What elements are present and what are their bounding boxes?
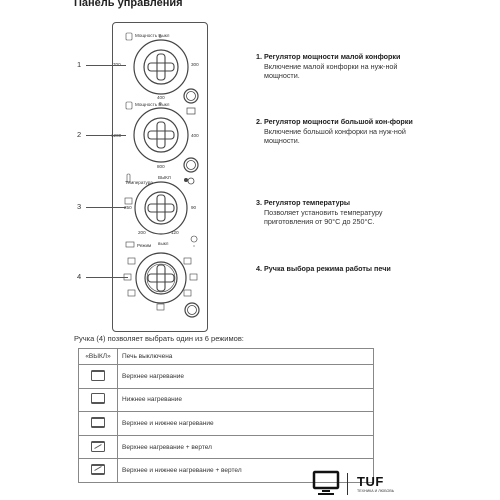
knob4-icon-top-left — [127, 257, 136, 265]
thermometer-icon — [126, 173, 131, 183]
table-row: Верхнее и нижнее нагревание — [78, 411, 374, 436]
callout-heading-4: 4. Ручка выбора режима работы печи — [256, 264, 391, 273]
callout-number-3: 3 — [77, 202, 82, 211]
callout-number-4: 4 — [77, 272, 82, 281]
top-bottom-rotisserie-icon — [91, 464, 105, 476]
mode-text: Печь выключена — [117, 348, 374, 365]
bottom-heat-icon — [91, 393, 105, 405]
knob1-scale-0: 0 — [159, 34, 162, 39]
mode-knob — [135, 252, 187, 304]
burner-large-icon — [125, 101, 133, 110]
table-row: Верхнее и нижнее нагревание + вертел — [78, 458, 374, 483]
callout-description-1: 1. Регулятор мощности малой конфорки Вкл… — [256, 52, 431, 81]
callout-line-4 — [86, 277, 128, 278]
knob3-scale-120: 120 — [171, 230, 179, 235]
mode-text: Верхнее и нижнее нагревание + вертел — [117, 458, 374, 483]
round-button-1 — [183, 88, 199, 104]
callout-line-3 — [86, 207, 126, 208]
callout-description-4: 4. Ручка выбора режима работы печи — [256, 264, 431, 274]
top-bottom-heat-icon — [91, 416, 105, 428]
top-heat-rotisserie-icon — [91, 440, 105, 452]
page-title: Панель управления — [74, 0, 183, 9]
mode-text: Верхнее и нижнее нагревание — [117, 411, 374, 436]
table-row: Верхнее нагревание — [78, 364, 374, 389]
callout-text-2: Включение большой конфорки на нуж-ной мо… — [264, 126, 406, 146]
brand-tagline: ТЕХНИКА И ЛЮБОВЬ — [357, 489, 395, 493]
knob3-scale-90: 90 — [191, 205, 197, 210]
knob4-icon-bottom-right — [183, 289, 192, 297]
bulb-icon — [190, 235, 198, 247]
callout-line-2 — [86, 135, 126, 136]
mode-icon-a — [124, 197, 133, 205]
control-panel-drawing — [123, 32, 200, 318]
mode-text: Верхнее нагревание — [117, 364, 374, 389]
callout-heading-1: 1. Регулятор мощности малой конфорки — [256, 52, 401, 61]
modes-note: Ручка (4) позволяет выбрать один из 6 ре… — [74, 334, 244, 343]
knob3-scale-200: 200 — [138, 230, 146, 235]
lamp-icon — [187, 177, 195, 185]
knob1-scale-400: 400 — [157, 95, 165, 100]
callout-description-2: 2. Регулятор мощности большой кон-форки … — [256, 117, 431, 146]
temperature-knob — [134, 181, 188, 235]
top-heat-icon — [91, 369, 105, 381]
power-knob-large — [133, 107, 189, 163]
mode-text: Верхнее нагревание + вертел — [117, 434, 374, 460]
table-row: «ВЫКЛ» Печь выключена — [78, 348, 374, 365]
indicator-dot-icon — [184, 178, 188, 182]
callout-text-1: Включение малой конфорки на нуж-ной мощн… — [264, 61, 398, 81]
table-row: Нижнее нагревание — [78, 387, 374, 413]
knob3-label: Температура — [125, 180, 153, 185]
callout-heading-3: 3. Регулятор температуры — [256, 198, 351, 207]
knob4-icon-bottom — [156, 303, 165, 311]
knob4-label: Режим — [137, 243, 152, 248]
oven-light-icon — [186, 107, 196, 115]
knob1-label: Мощность Выкл — [135, 33, 170, 38]
knob3-scale-250: 250 — [124, 205, 132, 210]
callout-heading-2: 2. Регулятор мощности большой кон-форки — [256, 117, 413, 126]
callout-number-2: 2 — [77, 130, 82, 139]
burner-small-icon — [125, 32, 133, 41]
brand-logo: TUF — [357, 474, 384, 489]
knob2-scale-400: 400 — [191, 133, 199, 138]
tv-logo-icon — [312, 470, 340, 495]
knob2-scale-800: 800 — [157, 164, 165, 169]
knob1-scale-300: 300 — [191, 62, 199, 67]
round-button-3 — [184, 302, 200, 318]
callout-description-3: 3. Регулятор температуры Позволяет устан… — [256, 198, 431, 227]
mode-text: Нижнее нагревание — [117, 387, 374, 413]
knob4-icon-right — [189, 273, 198, 281]
table-row: Верхнее нагревание + вертел — [78, 434, 374, 460]
logo-divider — [347, 473, 348, 495]
callout-text-3: Позволяет установить температуру пригото… — [264, 207, 383, 227]
power-knob-small — [133, 39, 189, 95]
callout-line-1 — [86, 65, 126, 66]
knob2-label: Мощность Выкл — [135, 102, 170, 107]
control-panel — [112, 22, 208, 332]
knob4-icon-bottom-left — [127, 289, 136, 297]
knob1-scale-700: 700 — [113, 62, 121, 67]
round-button-2 — [183, 157, 199, 173]
knob3-off: ВЫКЛ — [158, 175, 171, 180]
knob4-off: выкл — [158, 241, 169, 246]
modes-table: «ВЫКЛ» Печь выключена Верхнее нагревание… — [78, 348, 374, 483]
mode-label-box — [125, 241, 135, 248]
callout-number-1: 1 — [77, 60, 82, 69]
knob2-scale-0: 0 — [159, 101, 162, 106]
knob4-icon-top-right — [183, 257, 192, 265]
mode-off-label: «ВЫКЛ» — [78, 348, 118, 365]
